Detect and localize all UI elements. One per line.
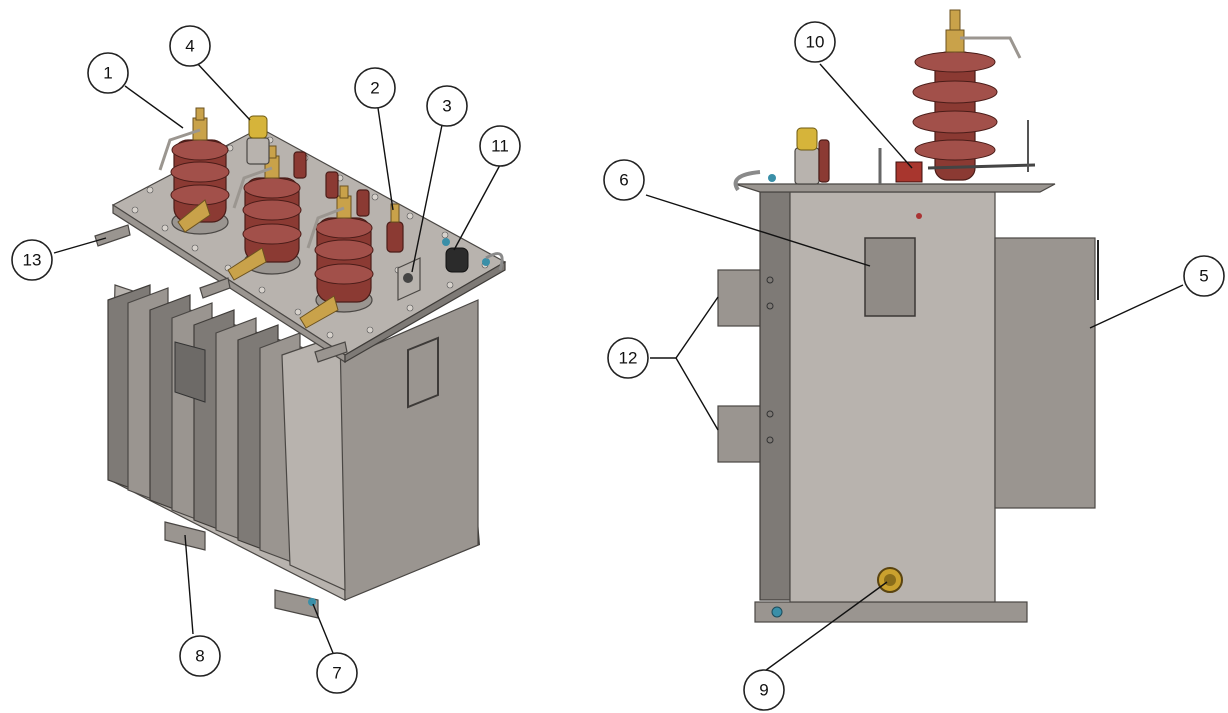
callout-5-label: 5	[1199, 267, 1208, 286]
side-oil-indicator	[794, 147, 820, 185]
tank-edge	[759, 191, 791, 601]
callout-11: 11	[479, 125, 521, 167]
callout-8: 8	[179, 635, 221, 677]
callout-9-label: 9	[759, 681, 768, 700]
radiator-upper	[717, 269, 764, 327]
lv-bushings	[293, 151, 404, 253]
side-lid	[734, 183, 1056, 193]
callout-5: 5	[1183, 255, 1225, 297]
callout-1: 1	[87, 52, 129, 94]
callout-7: 7	[316, 652, 358, 694]
left-transformer-view	[94, 107, 507, 619]
callout-4-label: 4	[185, 37, 194, 56]
leader-lines	[53, 61, 1184, 674]
earthing-terminal	[308, 598, 316, 606]
lifting-lug-right	[314, 341, 348, 363]
hv-bushing-1	[158, 107, 230, 235]
rating-plate	[174, 341, 206, 403]
base-plate	[754, 601, 1028, 623]
thermometer-pocket	[397, 257, 421, 301]
callout-3-label: 3	[442, 97, 451, 116]
lid-edge-side	[344, 260, 506, 364]
tap-changer	[895, 161, 923, 183]
lifting-lug-left	[94, 224, 131, 247]
oil-level-indicator	[246, 115, 270, 165]
callout-12-label: 12	[619, 349, 638, 368]
callout-4: 4	[169, 25, 211, 67]
callout-11-label: 11	[491, 137, 509, 156]
hv-bushing-2	[227, 145, 302, 281]
callout-13-label: 13	[23, 251, 42, 270]
callout-13: 13	[11, 239, 53, 281]
tank-body	[789, 191, 996, 603]
callout-2: 2	[354, 67, 396, 109]
pressure-relief-device	[442, 238, 504, 273]
callout-9: 9	[743, 669, 785, 711]
callout-2-label: 2	[370, 79, 379, 98]
base-earth-bolt	[771, 606, 783, 618]
callout-10-label: 10	[806, 33, 825, 52]
radiator-lower	[717, 405, 764, 463]
callout-10: 10	[794, 21, 836, 63]
callout-3: 3	[426, 85, 468, 127]
lifting-lug-mid	[199, 277, 231, 299]
side-hv-bushing	[912, 9, 1022, 181]
radiator-right	[994, 237, 1096, 509]
cable-loop	[733, 170, 761, 192]
callout-6: 6	[603, 159, 645, 201]
callout-12: 12	[607, 337, 649, 379]
right-transformer-view	[717, 9, 1099, 623]
callout-7-label: 7	[332, 664, 341, 683]
hv-bushing-3	[299, 185, 374, 329]
callout-8-label: 8	[195, 647, 204, 666]
callout-6-label: 6	[619, 171, 628, 190]
callout-1-label: 1	[103, 64, 112, 83]
side-handle	[407, 336, 439, 409]
inspection-cover	[864, 237, 916, 317]
